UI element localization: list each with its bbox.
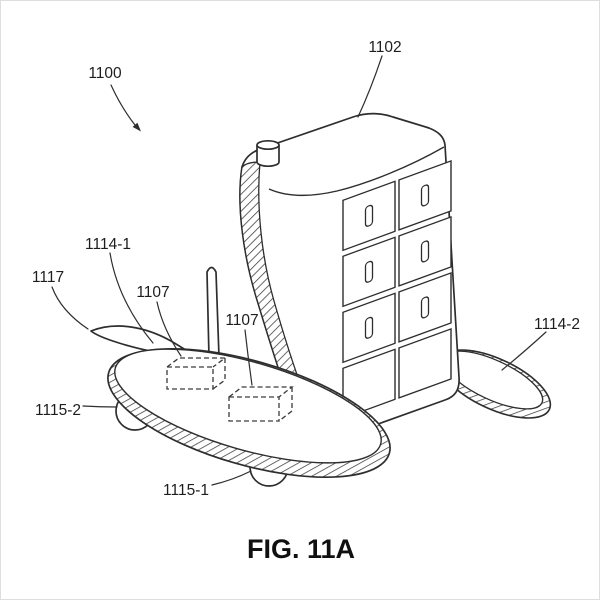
label-1107-a: 1107 xyxy=(136,284,169,301)
antenna-mast xyxy=(206,266,220,359)
label-1102: 1102 xyxy=(368,39,401,56)
label-1115-1: 1115-1 xyxy=(163,482,209,499)
platform-surface xyxy=(114,348,382,464)
leader-1114-2 xyxy=(501,331,547,371)
door-handle xyxy=(420,296,430,319)
package-box-1 xyxy=(166,357,227,390)
compartment-doors xyxy=(342,160,452,420)
roof-cylinder xyxy=(256,139,280,168)
roof-cylinder-top xyxy=(256,139,280,151)
door-handle xyxy=(420,184,430,207)
door-large-2 xyxy=(398,328,452,399)
label-1114-1: 1114-1 xyxy=(85,236,131,253)
roof-cylinder-side xyxy=(256,145,280,168)
label-1114-2: 1114-2 xyxy=(534,316,580,333)
package-box-2 xyxy=(228,386,294,422)
cargo-body xyxy=(90,112,460,447)
leader-1100-arrowhead xyxy=(132,122,141,132)
door-large-1 xyxy=(342,348,396,420)
packages xyxy=(166,357,294,422)
leader-1102 xyxy=(357,55,383,118)
label-1115-2: 1115-2 xyxy=(35,402,81,419)
door-handle xyxy=(364,316,374,339)
door-handle xyxy=(364,260,374,283)
leader-1114-1 xyxy=(109,252,154,344)
leader-1115-2 xyxy=(82,405,118,408)
body-top-front-edge xyxy=(268,146,445,196)
reference-labels: 1100 1102 1114-1 1117 1107 1107 1114-2 1… xyxy=(32,39,580,499)
label-1117: 1117 xyxy=(32,269,64,286)
door-handle xyxy=(420,240,430,263)
leader-1107-a xyxy=(156,301,182,357)
platform-deck xyxy=(107,347,391,479)
figure-caption: FIG. 11A xyxy=(247,534,355,564)
leader-1115-1 xyxy=(211,470,252,486)
leader-1107-b xyxy=(244,329,253,386)
leader-1100 xyxy=(110,84,136,126)
leader-1117 xyxy=(51,286,89,330)
door-handle xyxy=(364,204,374,227)
label-1100: 1100 xyxy=(88,65,122,82)
label-1107-b: 1107 xyxy=(225,312,258,329)
leader-lines xyxy=(51,55,547,486)
